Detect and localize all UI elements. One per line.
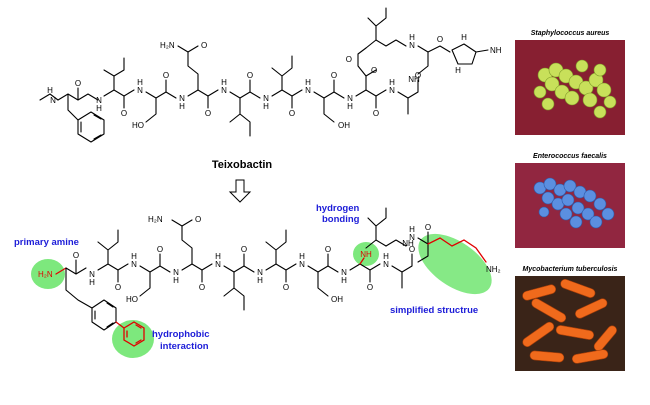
bacteria-caption: Staphylococcus aureus — [531, 30, 610, 37]
atom-label: HO — [132, 121, 144, 130]
atom-label: H — [173, 276, 179, 285]
atom-label: O — [163, 71, 169, 80]
atom-label: O — [367, 283, 373, 292]
bacteria-caption: Enterococcus faecalis — [533, 153, 607, 160]
atom-label: N — [96, 96, 102, 105]
atom-label: N — [89, 270, 95, 279]
atom-label: N — [215, 260, 221, 269]
atom-label: H — [305, 78, 311, 87]
atom-label: N — [257, 268, 263, 277]
atom-label: N — [305, 86, 311, 95]
atom-label: N — [383, 260, 389, 269]
atom-label: O — [331, 71, 337, 80]
atom-label: H — [383, 252, 389, 261]
highlight-circle — [353, 242, 379, 266]
atom-label: H — [137, 78, 143, 87]
atom-label: NH — [490, 46, 502, 55]
annotation-hydrophobic: hydrophobic — [152, 329, 210, 340]
atom-label: H — [47, 86, 53, 95]
atom-label: N — [409, 41, 415, 50]
atom-label: H — [347, 102, 353, 111]
atom-label: O — [325, 245, 331, 254]
atom-label: H₂N — [148, 215, 163, 224]
atom-label: H — [389, 78, 395, 87]
atom-label: N — [263, 94, 269, 103]
atom-label: NH₂ — [486, 265, 501, 274]
atom-label: H — [341, 276, 347, 285]
atom-label: N — [221, 86, 227, 95]
atom-label: O — [373, 109, 379, 118]
atom-label: O — [409, 245, 415, 254]
atom-label: N — [173, 268, 179, 277]
atom-label: N — [179, 94, 185, 103]
atom-label: H — [221, 78, 227, 87]
atom-label: N — [137, 86, 143, 95]
simplified-analogue-structure: H₂N O N H O N H HO O N H O H₂N O N — [31, 207, 501, 358]
atom-label: H — [96, 104, 102, 113]
atom-label: OH — [338, 121, 350, 130]
atom-label: N — [409, 233, 415, 242]
atom-label: O — [289, 109, 295, 118]
atom-label: H — [461, 33, 467, 42]
atom-label: N — [299, 260, 305, 269]
annotation-hydrogen-bonding: bonding — [322, 214, 360, 225]
atom-label: NH — [360, 250, 372, 259]
atom-label: NH — [402, 239, 414, 248]
atom-label: O — [425, 223, 431, 232]
atom-label: H₂N — [38, 270, 53, 279]
atom-label: O — [247, 71, 253, 80]
highlight-circle — [112, 320, 154, 358]
atom-label: H — [409, 225, 415, 234]
atom-label: H — [131, 252, 137, 261]
atom-label: O — [195, 215, 201, 224]
atom-label: N — [341, 268, 347, 277]
atom-label: O — [415, 71, 421, 80]
atom-label: N — [50, 96, 56, 105]
staphylococcus-image — [515, 40, 625, 135]
atom-label: H₂N — [160, 41, 175, 50]
atom-label: H — [179, 102, 185, 111]
molecule-title: Teixobactin — [212, 159, 273, 171]
annotation-hydrophobic: interaction — [160, 341, 209, 352]
down-arrow-icon — [228, 179, 252, 203]
atom-label: N — [347, 94, 353, 103]
atom-label: N — [389, 86, 395, 95]
atom-label: H — [215, 252, 221, 261]
atom-label: H — [257, 276, 263, 285]
teixobactin-structure: H N O N H O N H HO O N H O H₂N O N H — [39, 7, 502, 143]
atom-label: H — [89, 278, 95, 287]
atom-label: O — [121, 109, 127, 118]
atom-label: H — [263, 102, 269, 111]
atom-label: H — [409, 33, 415, 42]
enterococcus-image — [515, 163, 625, 248]
annotation-hydrogen-bonding: hydrogen — [316, 203, 359, 214]
atom-label: NH — [408, 75, 420, 84]
atom-label: O — [115, 283, 121, 292]
atom-label: O — [75, 79, 81, 88]
atom-label: H — [455, 66, 461, 75]
annotation-simplified: simplified structrue — [390, 305, 478, 316]
bacteria-caption: Mycobacterium tuberculosis — [523, 266, 618, 273]
atom-label: HO — [126, 295, 138, 304]
atom-label: O — [199, 283, 205, 292]
highlight-circle — [418, 233, 492, 295]
atom-label: O — [201, 41, 207, 50]
atom-label: O — [73, 251, 79, 260]
atom-label: O — [346, 55, 352, 64]
atom-label: O — [283, 283, 289, 292]
atom-label: OH — [331, 295, 343, 304]
atom-label: O — [205, 109, 211, 118]
atom-label: O — [241, 245, 247, 254]
mycobacterium-image — [515, 276, 625, 371]
highlight-circle — [31, 259, 65, 289]
atom-label: N — [131, 260, 137, 269]
annotation-primary-amine: primary amine — [14, 237, 79, 248]
atom-label: O — [157, 245, 163, 254]
atom-label: O — [437, 35, 443, 44]
bacteria-panels: Staphylococcus aureus Enterococcus faeca… — [515, 30, 625, 371]
atom-label: H — [299, 252, 305, 261]
